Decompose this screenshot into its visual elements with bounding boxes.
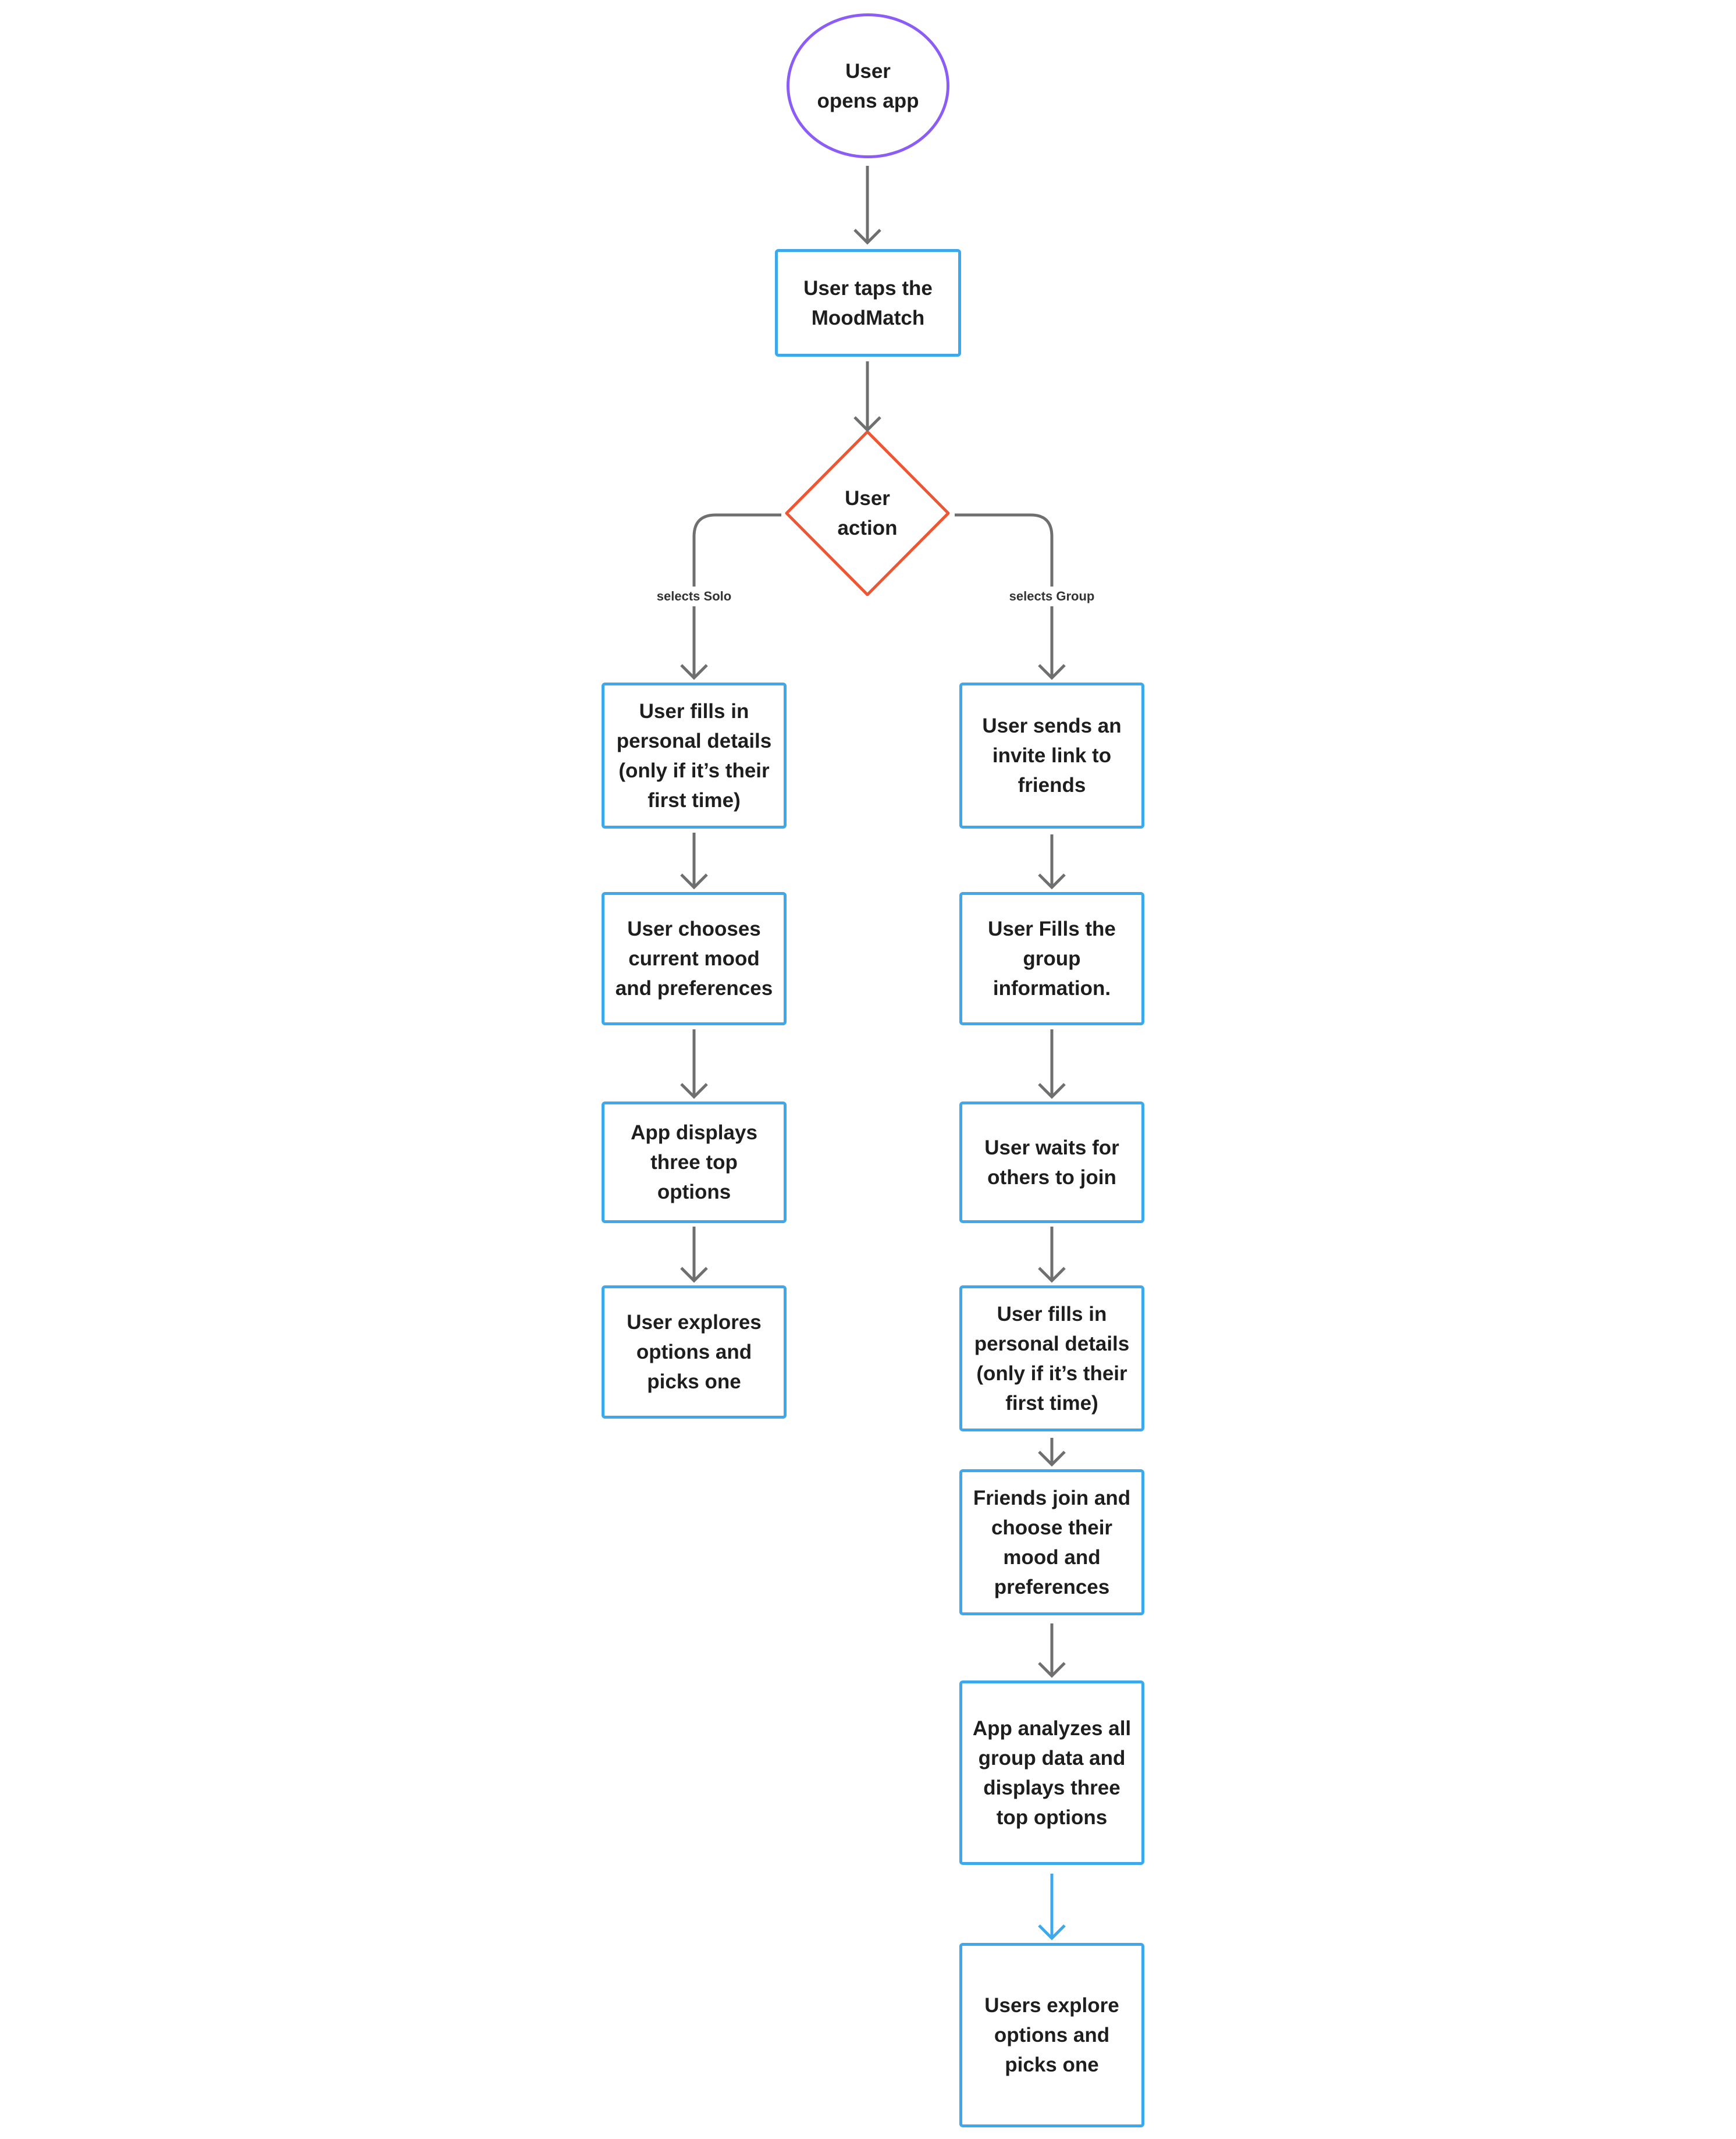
group-node-explore-and-pick[interactable]: Users explore options and picks one (959, 1943, 1144, 2127)
solo-node-explore-and-pick[interactable]: User explores options and picks one (602, 1285, 787, 1419)
connector-group-3-to-4-head (1038, 1267, 1066, 1283)
connector-group-4-to-5-head (1038, 1451, 1066, 1467)
connector-solo-2-to-3-head (680, 1083, 708, 1099)
process-node-user-taps-moodmatch[interactable]: User taps the MoodMatch (775, 249, 961, 357)
group-node-fill-personal-details[interactable]: User fills in personal details (only if … (959, 1285, 1144, 1431)
connector-group-6-to-7-head (1038, 1924, 1066, 1941)
group-node-friends-join[interactable]: Friends join and choose their mood and p… (959, 1469, 1144, 1615)
solo-node-app-displays-options[interactable]: App displays three top options (602, 1102, 787, 1223)
solo-node-fill-personal-details[interactable]: User fills in personal details (only if … (602, 683, 787, 829)
connector-decision-to-group (955, 513, 1054, 677)
group-node-send-invite[interactable]: User sends an invite link to friends (959, 683, 1144, 829)
group-node-wait-for-others[interactable]: User waits for others to join (959, 1102, 1144, 1223)
connector-decision-to-solo-head (680, 664, 708, 680)
connector-group-5-to-6-head (1038, 1662, 1066, 1678)
solo-node-choose-mood[interactable]: User chooses current mood and preference… (602, 892, 787, 1025)
edge-label-selects-group: selects Group (1005, 587, 1098, 606)
start-node-user-opens-app[interactable]: User opens app (787, 13, 949, 158)
connector-group-1-to-2-head (1038, 873, 1066, 890)
connector-group-2-to-3-head (1038, 1083, 1066, 1099)
connector-solo-1-to-2-head (680, 873, 708, 890)
decision-diamond-shape (785, 430, 950, 596)
connector-decision-to-group-head (1038, 664, 1066, 680)
connector-tap-to-decision-head (853, 416, 881, 432)
connector-solo-3-to-4-head (680, 1267, 708, 1283)
group-node-app-analyzes[interactable]: App analyzes all group data and displays… (959, 1680, 1144, 1865)
edge-label-selects-solo: selects Solo (653, 587, 735, 606)
connector-decision-to-solo (692, 513, 781, 677)
group-node-fill-group-info[interactable]: User Fills the group information. (959, 892, 1144, 1025)
connector-start-to-tap-head (853, 229, 881, 245)
decision-node-user-action[interactable]: User action (837, 487, 898, 539)
